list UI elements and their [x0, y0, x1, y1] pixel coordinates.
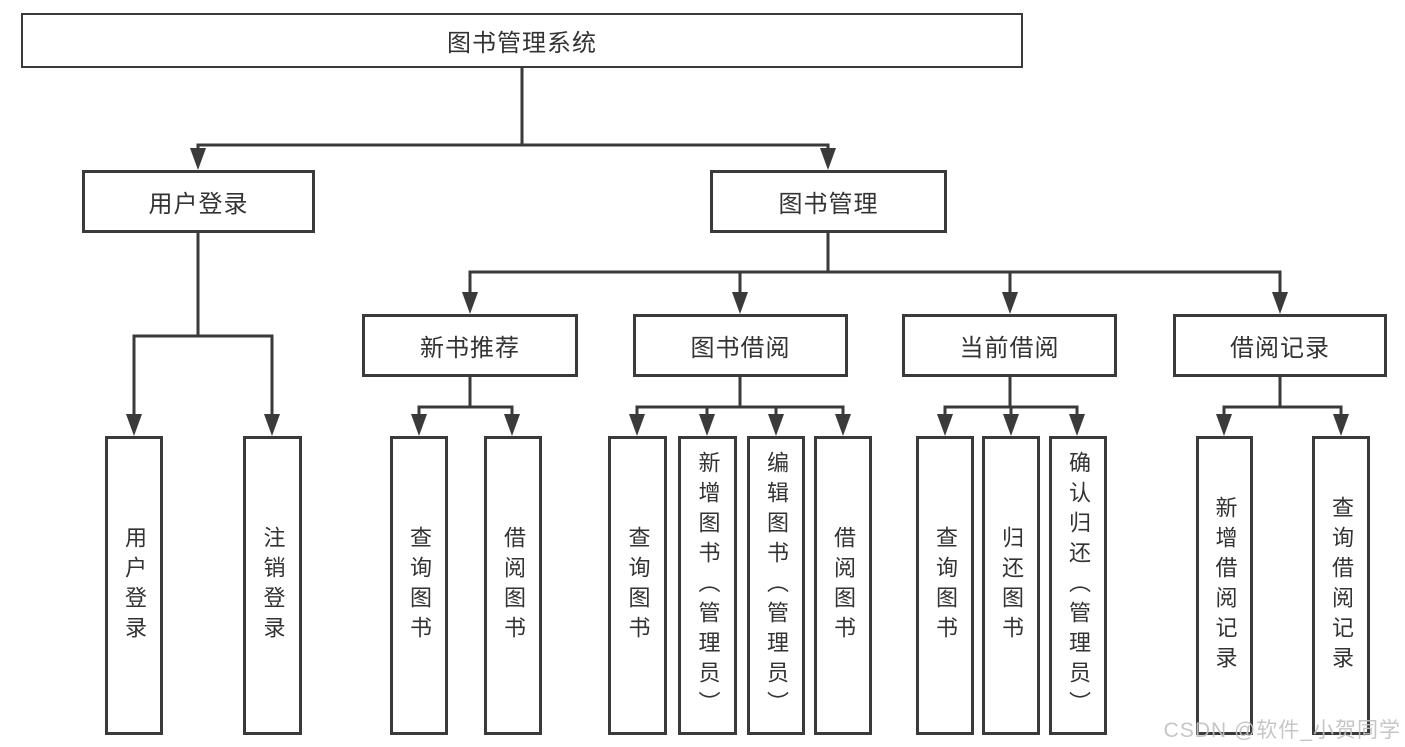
leaf-borrow-book-b: 借阅图书: [814, 436, 872, 735]
connector-root-to-level2: [196, 66, 830, 154]
leaf-query-borrow-record-label: 查询借阅记录: [1329, 495, 1354, 676]
node-new-book-recommend: 新书推荐: [362, 314, 578, 377]
connector-newbook-children: [417, 375, 514, 420]
leaf-confirm-return-admin: 确认归还（管理员）: [1049, 436, 1107, 735]
leaf-borrow-book-b-label: 借阅图书: [831, 525, 856, 646]
arrow-icon: [126, 414, 142, 436]
leaf-query-book-a: 查询图书: [390, 436, 448, 735]
arrowheads: [126, 148, 1349, 436]
arrow-icon: [732, 292, 748, 314]
node-user-login: 用户登录: [82, 170, 315, 233]
arrow-icon: [462, 292, 478, 314]
arrow-icon: [1002, 292, 1018, 314]
node-new-book-recommend-label: 新书推荐: [420, 335, 520, 362]
node-root-label: 图书管理系统: [447, 30, 597, 57]
leaf-user-login: 用户登录: [105, 436, 163, 735]
leaf-return-book-label: 归还图书: [999, 525, 1024, 646]
connector-userlogin-children: [132, 231, 274, 420]
leaf-edit-book-admin-label: 编辑图书（管理员）: [764, 450, 789, 721]
connector-current-children: [943, 375, 1079, 420]
node-current-borrow: 当前借阅: [902, 314, 1117, 377]
arrow-icon: [820, 148, 836, 170]
arrow-icon: [1272, 292, 1288, 314]
arrow-icon: [937, 414, 953, 436]
arrow-icon: [629, 414, 645, 436]
connector-records-children: [1222, 375, 1343, 420]
leaf-edit-book-admin: 编辑图书（管理员）: [747, 436, 805, 735]
node-book-management-label: 图书管理: [778, 191, 879, 218]
arrow-icon: [190, 148, 206, 170]
arrow-icon: [504, 414, 520, 436]
node-book-management: 图书管理: [710, 170, 947, 233]
leaf-add-book-admin: 新增图书（管理员）: [678, 436, 737, 735]
arrow-icon: [835, 414, 851, 436]
arrow-icon: [1333, 414, 1349, 436]
leaf-query-book-a-label: 查询图书: [407, 525, 432, 646]
leaf-logout: 注销登录: [243, 436, 302, 735]
node-current-borrow-label: 当前借阅: [959, 335, 1060, 362]
node-borrow-records-label: 借阅记录: [1230, 335, 1330, 362]
leaf-query-book-b-label: 查询图书: [625, 525, 651, 646]
leaf-query-book-c: 查询图书: [916, 436, 974, 735]
leaf-query-book-c-label: 查询图书: [933, 525, 958, 646]
leaf-logout-label: 注销登录: [260, 525, 286, 646]
leaf-return-book: 归还图书: [982, 436, 1040, 735]
leaf-confirm-return-admin-label: 确认归还（管理员）: [1066, 450, 1091, 721]
leaf-user-login-label: 用户登录: [122, 525, 147, 646]
leaf-query-book-b: 查询图书: [608, 436, 667, 735]
connector-bookmgmt-to-level3: [468, 231, 1282, 298]
node-book-borrow: 图书借阅: [633, 314, 848, 377]
csdn-watermark: CSDN @软件_小贺同学: [1163, 719, 1401, 742]
arrow-icon: [1216, 414, 1232, 436]
node-borrow-records: 借阅记录: [1173, 314, 1387, 377]
arrow-icon: [411, 414, 427, 436]
leaf-borrow-book-a: 借阅图书: [484, 436, 542, 735]
leaf-borrow-book-a-label: 借阅图书: [501, 525, 526, 646]
arrow-icon: [699, 414, 715, 436]
leaf-add-borrow-record-label: 新增借阅记录: [1212, 495, 1238, 676]
leaf-query-borrow-record: 查询借阅记录: [1312, 436, 1370, 735]
arrow-icon: [1069, 414, 1085, 436]
node-book-borrow-label: 图书借阅: [690, 335, 791, 362]
arrow-icon: [1003, 414, 1019, 436]
arrow-icon: [768, 414, 784, 436]
arrow-icon: [264, 414, 280, 436]
leaf-add-book-admin-label: 新增图书（管理员）: [695, 450, 721, 721]
connector-borrow-children: [635, 375, 845, 420]
node-root: 图书管理系统: [21, 13, 1023, 68]
leaf-add-borrow-record: 新增借阅记录: [1196, 436, 1253, 735]
node-user-login-label: 用户登录: [148, 191, 249, 218]
